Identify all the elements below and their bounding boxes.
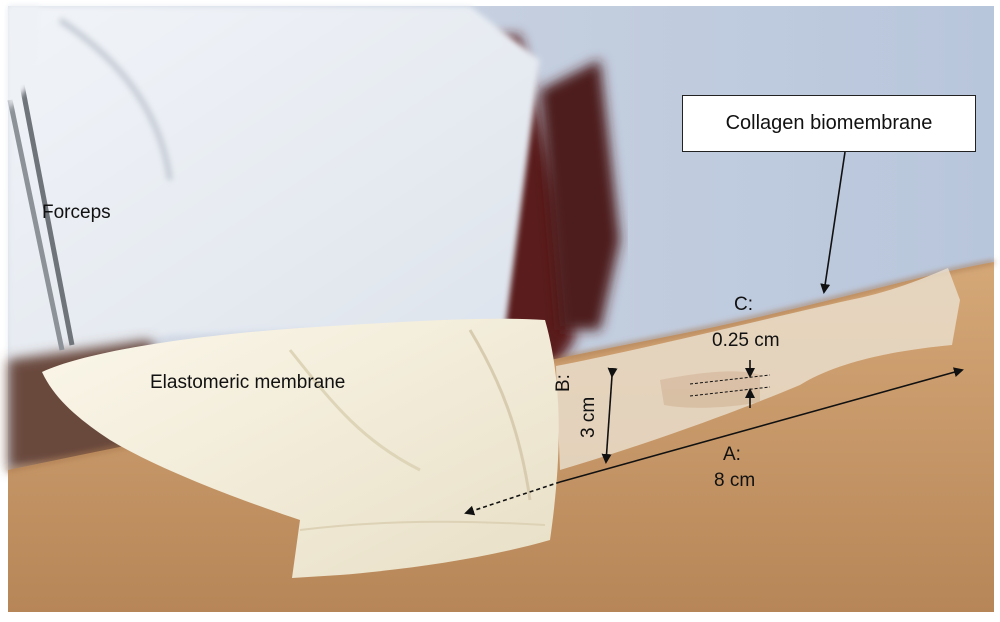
collagen-callout-arrow <box>820 151 846 294</box>
collagen-callout-box: Collagen biomembrane <box>682 95 976 152</box>
membrane-fold-1 <box>288 349 421 472</box>
dimension-a-arrow <box>559 367 964 483</box>
dimension-a-dashed-arrow <box>464 481 561 516</box>
dimension-c-line-top <box>689 374 771 385</box>
dimension-b-arrow <box>601 367 618 464</box>
collagen-biomembrane-label: Collagen biomembrane <box>725 112 933 134</box>
membrane-fold-2 <box>468 329 532 501</box>
white-coat-sleeve <box>8 6 540 360</box>
forceps-arm-2 <box>19 84 75 346</box>
dimension-a-letter: A: <box>723 444 741 465</box>
glove <box>8 6 40 110</box>
dimension-b-value: 3 cm <box>578 396 599 438</box>
forceps-label: Forceps <box>42 202 111 223</box>
collagen-wound-shadow <box>660 371 760 408</box>
membrane-fold-3 <box>299 520 546 531</box>
coat-fold <box>58 17 173 181</box>
dimension-b-letter: B: <box>553 374 574 392</box>
elastomeric-membrane-label: Elastomeric membrane <box>150 372 346 393</box>
collagen-biomembrane <box>556 268 960 470</box>
red-background-object-2 <box>540 60 620 330</box>
dimension-c-letter: C: <box>734 294 753 315</box>
elastomeric-membrane <box>42 318 559 578</box>
dimension-a-value: 8 cm <box>714 470 756 491</box>
dimension-c-value: 0.25 cm <box>712 330 780 351</box>
forceps-arm-1 <box>7 99 65 351</box>
dimension-c-line-bottom <box>689 386 771 397</box>
